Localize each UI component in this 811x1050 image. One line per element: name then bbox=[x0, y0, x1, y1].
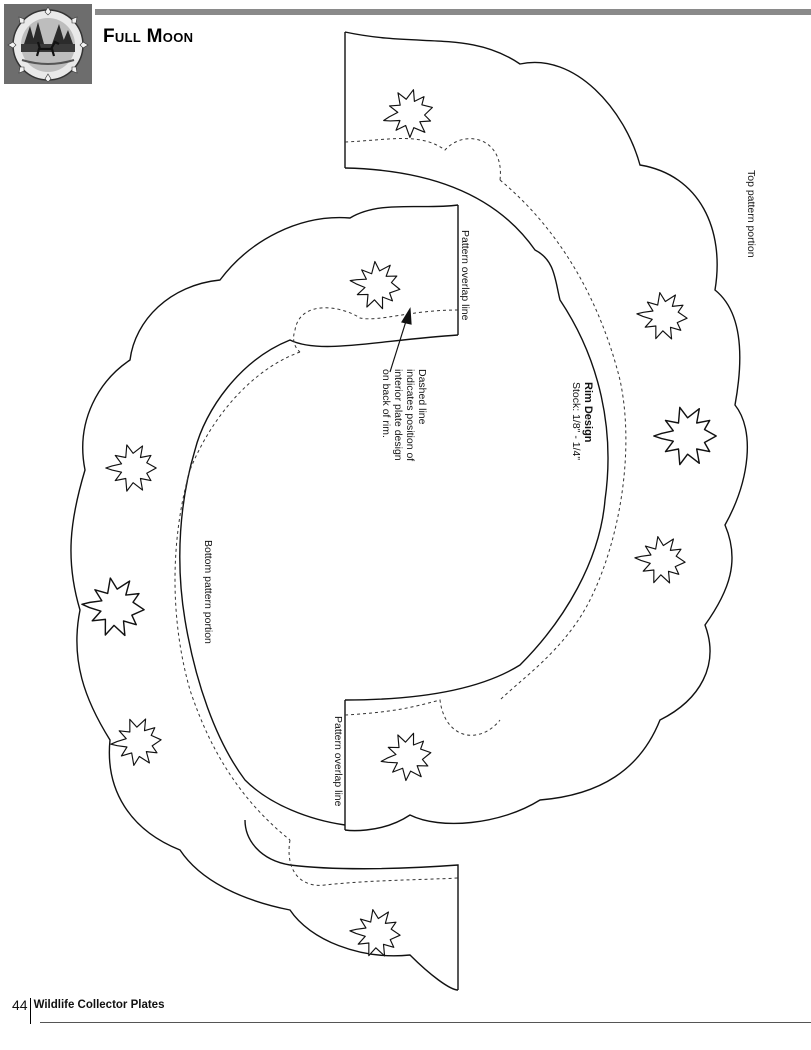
rim-design-title: Rim Design bbox=[582, 382, 594, 443]
maple-leaf-icon bbox=[78, 575, 148, 639]
header-rule bbox=[95, 9, 811, 15]
page-title: Full Moon bbox=[103, 26, 194, 47]
rim-design-label: Rim Design Stock: 1/8" - 1/4" bbox=[570, 382, 594, 460]
maple-leaf-icon bbox=[105, 444, 157, 492]
dashed-line-note: Dashed line indicates position of interi… bbox=[380, 369, 428, 461]
note-arrow bbox=[389, 307, 412, 373]
maple-leaf-icons bbox=[78, 84, 717, 959]
pattern-overlap-line-label-lower: Pattern overlap line bbox=[332, 716, 344, 807]
maple-leaf-icon bbox=[634, 290, 690, 342]
maple-leaf-icon bbox=[377, 84, 439, 144]
top-pattern-portion bbox=[344, 31, 749, 832]
book-title: Wildlife Collector Plates bbox=[33, 999, 165, 1011]
rim-stock-spec: Stock: 1/8" - 1/4" bbox=[570, 382, 582, 461]
note-line: on back of rim. bbox=[380, 369, 392, 438]
note-line: Dashed line bbox=[416, 369, 428, 425]
note-line: indicates position of bbox=[404, 369, 416, 462]
note-line: interior plate design bbox=[392, 369, 404, 461]
bottom-pattern-portion-label: Bottom pattern portion bbox=[202, 540, 214, 644]
pattern-overlap-line-label-upper: Pattern overlap line bbox=[459, 230, 471, 321]
maple-leaf-icon bbox=[376, 729, 436, 785]
page-number: 44 bbox=[12, 997, 28, 1013]
maple-leaf-icon bbox=[632, 534, 688, 586]
footer-rule bbox=[40, 1022, 811, 1023]
maple-leaf-icon bbox=[108, 716, 164, 768]
footer-divider bbox=[29, 998, 31, 1024]
bottom-pattern-portion bbox=[70, 204, 459, 991]
maple-leaf-icon bbox=[653, 406, 717, 466]
maple-leaf-icon bbox=[345, 257, 405, 313]
top-pattern-portion-label: Top pattern portion bbox=[745, 170, 757, 258]
page-footer: 44 Wildlife Collector Plates bbox=[12, 992, 165, 1024]
moose-lake-scene-icon bbox=[4, 4, 92, 84]
interior-design-dashed-lines bbox=[174, 138, 627, 886]
